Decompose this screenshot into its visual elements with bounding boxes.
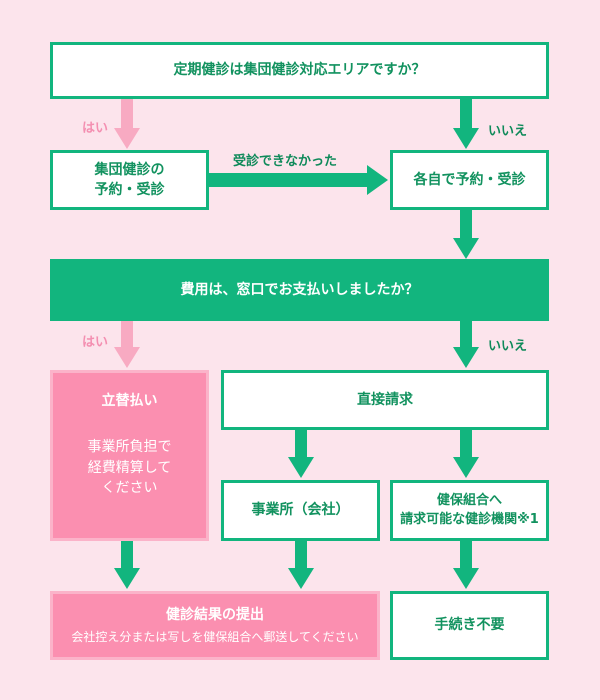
question-2-text: 費用は、窓口でお支払いしましたか？ (180, 281, 419, 298)
q2-yes-label: はい (82, 335, 109, 350)
arrow-direct-union (453, 428, 479, 478)
submit-results-box: 健診結果の提出 会社控え分または写しを健保組合へ郵送してください (50, 591, 380, 660)
arrow-q1-yes (114, 97, 140, 149)
arrow-direct-company (288, 428, 314, 478)
advance-payment-box: 立替払い 事業所負担で 経費精算して ください (50, 370, 209, 541)
failed-label: 受診できなかった (233, 154, 338, 169)
arrow-individual-q2 (453, 208, 479, 259)
arrow-failed (208, 165, 388, 195)
arrow-q2-yes (114, 319, 140, 368)
no-procedure-text: 手続き不要 (434, 617, 505, 634)
union-billable-box: 健保組合へ 請求可能な健診機関※1 (390, 480, 549, 541)
advance-payment-title: 立替払い (101, 393, 158, 409)
submit-results-title: 健診結果の提出 (166, 606, 264, 623)
arrow-union-noproc (453, 539, 479, 589)
arrow-q2-no (453, 319, 479, 368)
direct-billing-box: 直接請求 (221, 370, 549, 430)
union-billable-line1: 健保組合へ (436, 492, 502, 508)
union-billable-line2: 請求可能な健診機関※1 (400, 511, 539, 527)
advance-payment-line1: 事業所負担で (87, 439, 172, 456)
question-1-text: 定期健診は集団健診対応エリアですか？ (173, 62, 426, 79)
arrow-advance-submit (114, 539, 140, 589)
advance-payment-line2: 経費精算して (87, 459, 172, 476)
direct-billing-text: 直接請求 (357, 391, 413, 408)
individual-text: 各自で予約・受診 (413, 171, 526, 188)
advance-payment-line3: ください (101, 479, 158, 496)
arrow-company-submit (288, 539, 314, 589)
arrow-q1-no (453, 97, 479, 149)
group-checkup-line1: 集団健診の (94, 161, 165, 178)
q1-yes-label: はい (82, 121, 109, 136)
individual-box: 各自で予約・受診 (390, 150, 549, 210)
company-box: 事業所（会社） (221, 480, 380, 541)
q2-no-label: いいえ (488, 339, 528, 354)
submit-results-subtitle: 会社控え分または写しを健保組合へ郵送してください (71, 629, 359, 644)
question-1-box: 定期健診は集団健診対応エリアですか？ (50, 42, 549, 99)
q1-no-label: いいえ (488, 124, 528, 139)
group-checkup-box: 集団健診の 予約・受診 (50, 150, 209, 210)
no-procedure-box: 手続き不要 (390, 591, 549, 660)
company-text: 事業所（会社） (251, 502, 350, 519)
question-2-box: 費用は、窓口でお支払いしましたか？ (50, 259, 549, 321)
group-checkup-line2: 予約・受診 (94, 182, 165, 198)
